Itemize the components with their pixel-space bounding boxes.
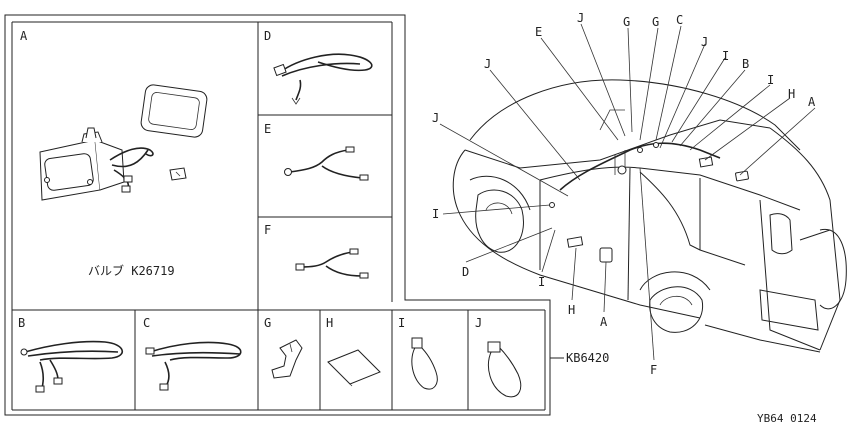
vehicle-callout-g: G xyxy=(652,15,659,29)
vehicle-callout-d: D xyxy=(462,265,469,279)
vehicle-callout-h: H xyxy=(568,303,575,317)
vehicle-callout-f: F xyxy=(650,363,657,377)
panel-label-g: G xyxy=(264,316,271,330)
vehicle-callout-j: J xyxy=(484,57,491,71)
panel-label-c: C xyxy=(143,316,150,330)
harness-b-illustration xyxy=(20,340,123,393)
vehicle-callout-i: I xyxy=(722,49,729,63)
panel-label-a: A xyxy=(20,29,28,43)
panel-label-b: B xyxy=(18,316,25,330)
vehicle-callout-i: I xyxy=(538,275,545,289)
vehicle-callout-j: J xyxy=(577,11,584,25)
kit-outline xyxy=(4,14,551,416)
vehicle-callout-e: E xyxy=(535,25,542,39)
panel-label-d: D xyxy=(264,29,271,43)
pad-h-illustration xyxy=(327,349,381,387)
callout-leaders xyxy=(439,23,816,361)
cable-tie-i-illustration xyxy=(411,337,438,390)
harness-f-illustration xyxy=(295,248,369,279)
lamp-assembly-illustration xyxy=(39,84,208,201)
vehicle-callout-h: H xyxy=(788,87,795,101)
vehicle-callout-i: I xyxy=(767,73,774,87)
vehicle-callout-b: B xyxy=(742,57,749,71)
vehicle-callout-a: A xyxy=(600,315,608,329)
panel-label-e: E xyxy=(264,122,271,136)
harness-c-illustration xyxy=(145,341,242,391)
kit-part-number: KB6420 xyxy=(566,351,609,365)
vehicle-callout-j: J xyxy=(701,35,708,49)
bulb-label: バルブ K26719 xyxy=(88,263,175,278)
vehicle-callout-i: I xyxy=(432,207,439,221)
panel-label-i: I xyxy=(398,316,405,330)
panel-label-j: J xyxy=(475,316,482,330)
harness-d-illustration xyxy=(273,53,373,105)
cable-tie-j-illustration xyxy=(487,341,522,398)
panel-label-h: H xyxy=(326,316,333,330)
vehicle-callout-g: G xyxy=(623,15,630,29)
vehicle-callout-c: C xyxy=(676,13,683,27)
figure-code: YB64 0124 xyxy=(757,412,817,425)
vehicle-callout-a: A xyxy=(808,95,816,109)
clip-g-illustration xyxy=(271,339,303,379)
harness-e-illustration xyxy=(284,146,369,181)
vehicle-callout-j: J xyxy=(432,111,439,125)
vehicle-illustration xyxy=(452,79,847,353)
panel-label-f: F xyxy=(264,223,271,237)
